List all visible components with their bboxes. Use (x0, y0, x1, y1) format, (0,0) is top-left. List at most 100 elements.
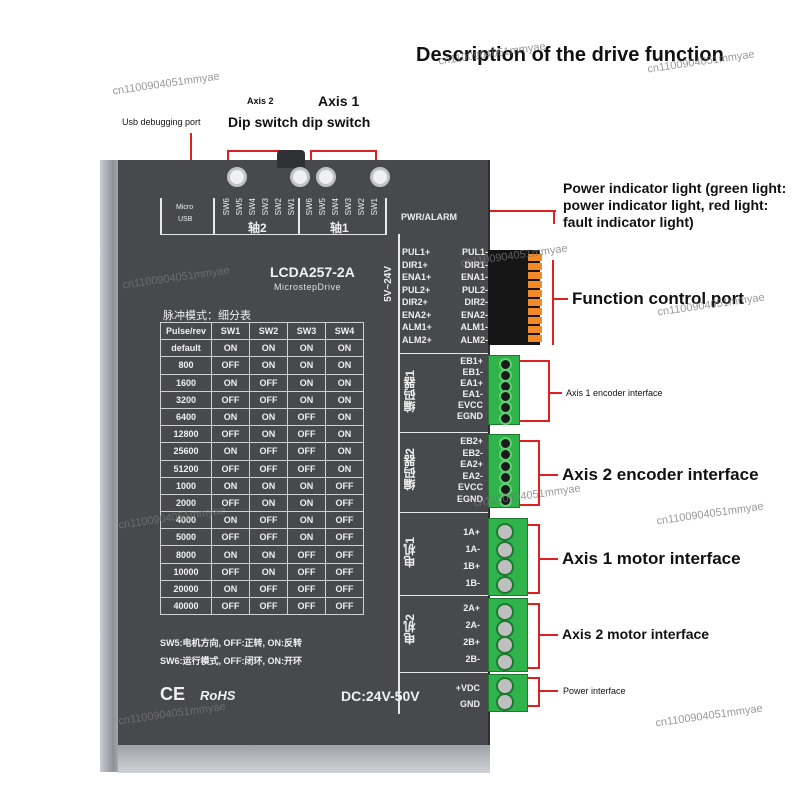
table-cell: OFF (211, 596, 250, 616)
table-cell: ON (249, 493, 288, 513)
control-pin-labels: PUL1+PUL1-DIR1+DIR1-ENA1+ENA1-PUL2+PUL2-… (402, 246, 488, 346)
pin-label: EA1+ (460, 378, 483, 388)
connector-pin (528, 308, 542, 315)
motor1-cn-label: 电机1 (403, 537, 417, 568)
dip2-window-2 (290, 167, 310, 187)
pin-label: 2A- (465, 620, 480, 630)
table-cell: ON (287, 528, 326, 547)
connector-pin (528, 299, 542, 306)
table-cell: ON (325, 425, 364, 444)
control-pin-row: PUL2+PUL2- (402, 284, 488, 297)
table-cell: OFF (287, 442, 326, 461)
pin-label: EB1+ (460, 356, 483, 366)
motor1-terminal (488, 518, 528, 596)
terminal-screw (496, 558, 514, 576)
encoder2-bracket (538, 440, 540, 506)
axis1-cn-label: 轴1 (330, 221, 349, 235)
pin-label: EA1- (462, 389, 483, 399)
control-pin-row: DIR1+DIR1- (402, 259, 488, 272)
table-cell: OFF (211, 390, 250, 409)
dip-switch-label: Dip switch dip switch (228, 114, 371, 130)
power-bracket (538, 677, 540, 707)
table-cell: OFF (249, 442, 288, 461)
dip1-window-1 (316, 167, 336, 187)
encoder1-terminal (488, 355, 520, 425)
table-cell: 800 (160, 356, 212, 375)
power-interface-label: Power interface (563, 686, 626, 696)
motor2-bracket-bottom (528, 667, 540, 669)
table-cell: ON (211, 545, 250, 564)
connector-pin (528, 254, 542, 261)
table-cell: ON (325, 442, 364, 461)
power-indicator-leader-end (553, 210, 555, 224)
table-cell: ON (287, 493, 326, 513)
pin-label: EB1- (462, 367, 483, 377)
pin-label: ENA2- (460, 309, 488, 320)
motor1-bracket-top (528, 524, 540, 526)
table-cell: ON (287, 339, 326, 358)
pin-label: ALM1- (460, 322, 489, 332)
pin-label: 2B+ (463, 637, 480, 647)
table-cell: OFF (249, 459, 288, 478)
terminal-screw (496, 575, 514, 594)
table-cell: ON (325, 407, 364, 427)
pin-label: EGND (456, 411, 483, 421)
terminal-screw (496, 523, 514, 541)
table-cell: ON (249, 476, 288, 495)
table-cell: OFF (211, 528, 250, 547)
watermark: cn1100904051mmyae (655, 500, 765, 528)
encoder1-bracket-bottom (520, 420, 550, 422)
axis2-motor-label: Axis 2 motor interface (562, 626, 710, 642)
pwr-alarm-label: PWR/ALARM (401, 212, 457, 222)
pin-label: 1B+ (463, 561, 480, 571)
table-cell: OFF (249, 528, 288, 547)
encoder2-bracket-top (520, 440, 540, 442)
terminal-screw (496, 636, 514, 654)
table-cell: ON (211, 407, 250, 427)
table-cell: 3200 (160, 390, 212, 409)
table-cell: 1600 (160, 373, 212, 392)
table-cell: OFF (211, 425, 250, 444)
terminal-screw (496, 540, 514, 559)
sw-labels-axis1: SW6 SW5 SW4 SW3 SW2 SW1 (305, 198, 379, 216)
table-cell: 1000 (160, 476, 212, 495)
table-cell: OFF (325, 596, 364, 616)
table-cell: OFF (249, 596, 288, 616)
control-pin-row: ALM2+ALM2- (402, 334, 488, 347)
table-cell: OFF (249, 390, 288, 409)
table-cell: OFF (287, 425, 326, 444)
table-cell: OFF (211, 562, 250, 581)
table-cell: ON (287, 356, 326, 375)
table-cell: ON (249, 356, 288, 375)
pin-label: DIR2- (464, 297, 488, 307)
power-indicator-leader (478, 210, 556, 212)
pin-label: ALM2- (460, 334, 489, 345)
table-cell: OFF (249, 511, 288, 530)
motor2-terminal (488, 598, 528, 672)
table-cell: 40000 (160, 596, 212, 616)
table-cell: OFF (325, 511, 364, 530)
table-cell: OFF (211, 356, 250, 375)
table-cell: OFF (249, 579, 288, 599)
function-control-label: Function control port (572, 289, 744, 308)
encoder2-tick (538, 474, 558, 476)
encoder2-cn-label: 编码器2 (403, 448, 417, 491)
rohs-mark: RoHS (200, 688, 236, 703)
table-cell: 8000 (160, 545, 212, 564)
watermark: cn1100904051mmyae (111, 70, 221, 98)
pin-label: EVCC (457, 482, 483, 492)
terminal-screw (496, 693, 514, 711)
table-cell: ON (211, 442, 250, 461)
axis2-bracket-left (227, 150, 229, 162)
driver-bottom-plate (118, 745, 490, 773)
table-cell: 25600 (160, 442, 212, 461)
table-cell: OFF (325, 579, 364, 599)
